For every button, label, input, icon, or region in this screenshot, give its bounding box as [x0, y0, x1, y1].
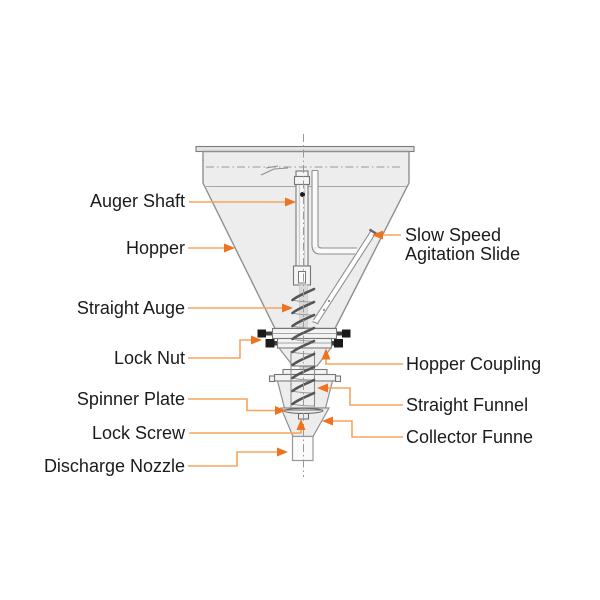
leader-lock-nut [188, 339, 251, 359]
lock-nut-bolt [257, 329, 266, 338]
label-spinner-plate: Spinner Plate [76, 389, 185, 409]
bolt-shaft [266, 331, 273, 336]
arrowhead-straight-funnel [317, 383, 328, 393]
agitation-slide-group [311, 169, 379, 325]
label-straight-funnel: Straight Funnel [406, 395, 529, 415]
label-hopper: Hopper [125, 238, 185, 258]
agitation-tube-vertical [311, 169, 319, 245]
leader-straight-funnel [328, 387, 403, 406]
arrowhead-collector-funnel [322, 416, 333, 426]
shaft-top-nut [295, 170, 309, 178]
leader-lines [188, 197, 403, 467]
agitation-tube-elbow-fill [316, 248, 357, 254]
label-straight-auger: Straight Auge [76, 298, 185, 318]
slide-rivet [327, 299, 331, 303]
label-auger-shaft: Auger Shaft [89, 191, 185, 211]
collector-funnel-group [280, 407, 331, 462]
slide-strip-fill [313, 230, 376, 324]
leader-discharge-nozzle [188, 451, 277, 467]
shaft-lower-coupling-inner [298, 271, 306, 284]
arrowhead-hopper-coupling [321, 348, 331, 360]
arrowhead-auger-shaft [285, 197, 296, 207]
leader-spinner-plate [188, 398, 275, 412]
label-lock-screw: Lock Screw [91, 423, 185, 443]
arrowhead-lock-nut [251, 335, 262, 345]
arrowhead-spinner-plate [275, 406, 286, 415]
label-collector-funnel: Collector Funne [406, 427, 534, 447]
leader-hopper-coupling [325, 359, 403, 365]
break-mark [260, 165, 289, 176]
funnel-flange-tab [268, 375, 276, 383]
arrowhead-hopper [224, 243, 235, 253]
arrowhead-straight-auger [282, 303, 293, 313]
arrowhead-lock-screw [296, 419, 306, 430]
label-discharge-nozzle: Discharge Nozzle [43, 456, 185, 476]
shaft-collar [293, 175, 311, 186]
discharge-nozzle-tube [291, 435, 314, 462]
label-slow-speed-agitation-slide: Slow Speed Agitation Slide [405, 225, 521, 264]
bolt-shaft [330, 341, 334, 346]
arrowhead-slow-speed-slide [372, 230, 383, 240]
shaft-set-screw [300, 192, 305, 197]
lock-nut-bolt [334, 339, 343, 348]
bolt-shaft [274, 341, 279, 346]
lock-nut-bolt [342, 329, 351, 338]
label-hopper-coupling: Hopper Coupling [406, 354, 542, 374]
arrowhead-discharge-nozzle [277, 447, 288, 457]
lock-nut-bolt [265, 339, 275, 348]
funnel-flange-tab [334, 375, 342, 383]
agitation-tube-fill [312, 170, 318, 247]
hopper-rim [195, 145, 415, 153]
agitation-tube-horizontal [311, 244, 357, 255]
leader-lock-screw [189, 429, 302, 434]
bolt-shaft [336, 331, 342, 336]
label-lock-nut: Lock Nut [113, 348, 185, 368]
shaft-tube-inner-lines [298, 185, 306, 266]
slide-rivet [322, 308, 326, 312]
agitation-slide-strip [312, 229, 376, 325]
leader-collector-funnel [333, 420, 403, 438]
auger-screw-front-edges [291, 287, 316, 406]
